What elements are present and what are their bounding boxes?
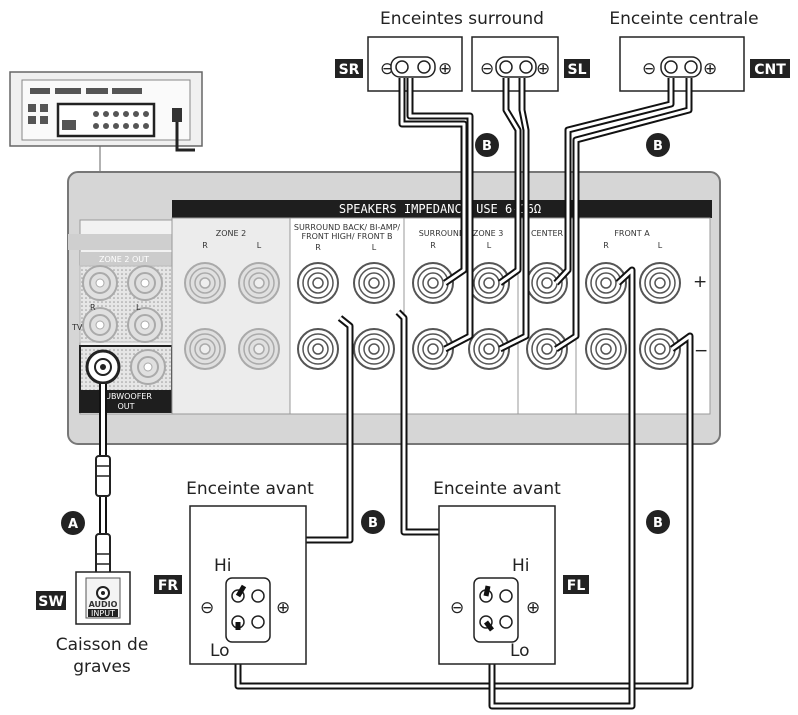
- hi-label: Hi: [512, 556, 530, 576]
- rca-plug-top: [95, 455, 111, 497]
- plus-mark: ⊕: [703, 59, 717, 79]
- svg-text:A: A: [68, 517, 78, 532]
- svg-text:SR: SR: [339, 62, 360, 78]
- front-right-speaker-label: Enceinte avant: [186, 479, 314, 499]
- cable-marker-b: B: [475, 133, 499, 157]
- svg-text:SW: SW: [38, 594, 64, 610]
- cable-marker-b: B: [646, 510, 670, 534]
- tag-sl: SL: [564, 59, 590, 78]
- surround-back-l: L: [372, 243, 377, 252]
- subwoofer-label: Caisson de: [56, 635, 149, 655]
- lo-label: Lo: [510, 641, 530, 661]
- svg-text:B: B: [653, 516, 663, 531]
- center-label: CENTER: [531, 229, 564, 238]
- front-left-speaker-label: Enceinte avant: [433, 479, 561, 499]
- minus-mark: ⊖: [450, 598, 464, 618]
- receiver-rear-panel: SPEAKERS IMPEDANCE USE 6-16Ω ZONE 2 OUT …: [67, 171, 721, 445]
- surround-back-label-2: FRONT HIGH/ FRONT B: [301, 232, 392, 241]
- terminal-jumpers: [235, 584, 494, 632]
- speakers-strip-text: SPEAKERS IMPEDANCE USE 6-16Ω: [339, 202, 541, 216]
- minus-mark: ⊖: [642, 59, 656, 79]
- tv-label: TV: [71, 323, 83, 332]
- rca-plug-bottom: [95, 533, 111, 575]
- lo-label: Lo: [210, 641, 230, 661]
- plus-mark: ⊕: [438, 59, 452, 79]
- hi-label: Hi: [214, 556, 232, 576]
- svg-text:B: B: [653, 139, 663, 154]
- audio-input-label-2: INPUT: [91, 609, 115, 618]
- subwoofer-label-2: graves: [73, 657, 131, 677]
- center-speaker-label: Enceinte centrale: [609, 9, 758, 29]
- surround-left-speaker: ⊖ ⊕: [471, 36, 559, 92]
- plus-mark: ⊕: [276, 598, 290, 618]
- zone2-out-jack: [82, 265, 118, 301]
- subwoofer-out-label-2: OUT: [117, 402, 134, 411]
- plus-mark: ⊕: [526, 598, 540, 618]
- zone2-out-jack: [82, 307, 118, 343]
- receiver-thumbnail: [9, 71, 203, 174]
- zone2-r: R: [202, 241, 208, 250]
- surround-r: R: [430, 241, 436, 250]
- tag-sr: SR: [335, 59, 363, 78]
- surround-right-speaker: ⊖ ⊕: [367, 36, 463, 92]
- svg-text:B: B: [482, 139, 492, 154]
- svg-text:FR: FR: [158, 578, 179, 594]
- panel-plus: +: [693, 272, 707, 292]
- surround-back-label: SURROUND BACK/ BI-AMP/: [294, 223, 401, 232]
- zone2-out-jack: [127, 307, 163, 343]
- surround-l: L: [487, 241, 492, 250]
- svg-text:FL: FL: [567, 578, 586, 594]
- front-left-speaker: Hi Lo ⊖ ⊕: [438, 505, 556, 665]
- svg-text:SL: SL: [567, 62, 586, 78]
- front-right-speaker: Hi Lo ⊖ ⊕: [189, 505, 307, 665]
- minus-mark: ⊖: [200, 598, 214, 618]
- front-r: R: [603, 241, 609, 250]
- minus-mark: ⊖: [480, 59, 494, 79]
- tag-fl: FL: [563, 575, 589, 594]
- zone2-label: ZONE 2: [216, 229, 246, 238]
- cable-marker-b: B: [361, 510, 385, 534]
- svg-text:B: B: [368, 516, 378, 531]
- panel-minus: −: [694, 341, 708, 361]
- audio-input-label: AUDIO: [89, 600, 118, 609]
- tag-cnt: CNT: [750, 59, 790, 78]
- zone2-out-label: ZONE 2 OUT: [99, 255, 149, 264]
- front-a-label: FRONT A: [614, 229, 650, 238]
- jack-r-label: R: [90, 303, 96, 312]
- subwoofer-input: AUDIO INPUT: [75, 571, 131, 625]
- cable-marker-a: A: [61, 511, 85, 535]
- surround-back-r: R: [315, 243, 321, 252]
- front-l: L: [658, 241, 663, 250]
- tag-sw: SW: [36, 591, 66, 610]
- subwoofer-out-label: SUBWOOFER: [100, 392, 152, 401]
- center-speaker: ⊖ ⊕: [619, 36, 745, 92]
- plus-mark: ⊕: [536, 59, 550, 79]
- zone2-out-jack: [127, 265, 163, 301]
- zone2-l: L: [257, 241, 262, 250]
- tag-fr: FR: [154, 575, 182, 594]
- surround-speakers-label: Enceintes surround: [380, 9, 544, 29]
- jack-l-label: L: [136, 303, 141, 312]
- cable-marker-b: B: [646, 133, 670, 157]
- svg-text:CNT: CNT: [754, 62, 786, 78]
